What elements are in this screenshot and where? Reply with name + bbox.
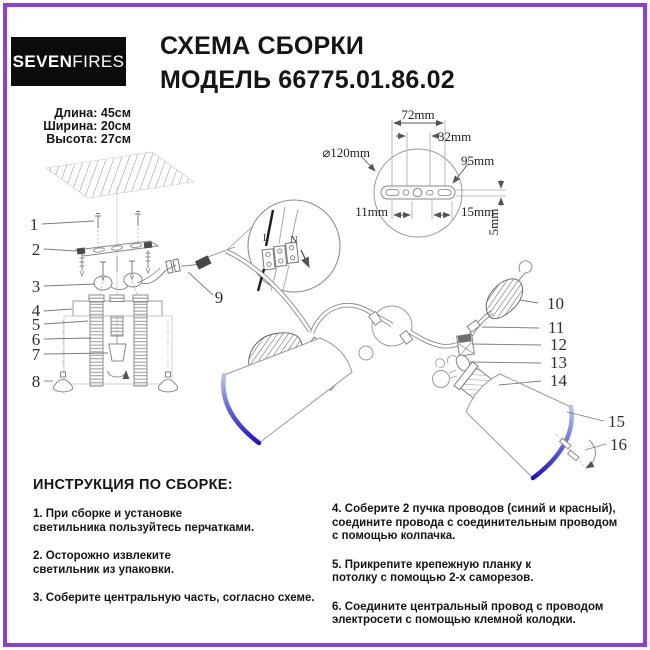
dim-diameter: ⌀120mm — [322, 145, 370, 160]
part-label-8: 8 — [32, 372, 41, 391]
finials — [52, 320, 179, 393]
mounting-bar — [74, 240, 160, 278]
plate-dimension-labels: 72mm 32mm 95mm ⌀120mm 11mm 15mm 5mm — [322, 107, 501, 235]
instruction-step-2: 2. Осторожно извлеките светильник из упа… — [33, 550, 175, 576]
part-label-7: 7 — [32, 345, 41, 364]
page-border — [3, 3, 647, 647]
shade-screws — [555, 433, 596, 469]
part-label-3: 3 — [32, 277, 41, 296]
terminal-live-label: L — [263, 233, 269, 244]
decor-grip-right — [485, 278, 524, 320]
instructions-heading: ИНСТРУКЦИЯ ПО СБОРКЕ: — [33, 477, 233, 493]
instruction-step-1: 1. При сборке и установке светильника по… — [33, 508, 255, 534]
spec-length: Длина: 45см — [54, 106, 131, 120]
part-label-12: 12 — [550, 335, 567, 354]
spec-width: Ширина: 20см — [43, 119, 131, 133]
canopy-screws — [99, 260, 138, 296]
page-title: СХЕМА СБОРКИ МОДЕЛЬ 66775.01.86.02 — [160, 32, 455, 94]
ceiling-hatch — [45, 151, 195, 199]
part-label-1: 1 — [30, 215, 39, 234]
wire-cap — [107, 343, 130, 380]
brand-logo-primary: SEVEN — [12, 51, 73, 71]
shade-left-rim — [221, 372, 262, 446]
mount-screws — [95, 211, 141, 248]
threaded-rods — [89, 301, 148, 387]
spec-height: Высота: 27см — [46, 132, 131, 146]
wire-detail-bubble: L N — [227, 199, 341, 293]
leader-lines — [41, 220, 607, 451]
dim-72mm: 72mm — [401, 107, 434, 122]
wire-bundle — [93, 246, 236, 291]
fixture-body — [221, 248, 596, 481]
exploded-canopy — [52, 186, 236, 393]
dim-95mm: 95mm — [461, 153, 494, 168]
instruction-step-4: 4. Соберите 2 пучка проводов (синий и кр… — [332, 503, 618, 543]
swivel-knob-left — [358, 345, 374, 361]
part-label-16: 16 — [610, 435, 627, 454]
instructions-right-column: 4. Соберите 2 пучка проводов (синий и кр… — [332, 503, 637, 643]
instructions-left-column: 1. При сборке и установке светильника по… — [33, 508, 323, 621]
part-label-10: 10 — [547, 294, 564, 313]
arm-ring — [466, 319, 481, 333]
dim-15mm: 15mm — [461, 204, 494, 219]
bracket — [456, 333, 475, 357]
part-labels: 1 2 3 4 5 6 7 8 9 10 11 12 13 14 15 16 — [30, 215, 627, 454]
part-label-6: 6 — [32, 330, 41, 349]
dim-11mm: 11mm — [355, 204, 388, 219]
part-label-11: 11 — [548, 318, 564, 337]
dim-5mm: 5mm — [486, 209, 501, 236]
part-label-4: 4 — [32, 301, 41, 320]
part-label-5: 5 — [32, 315, 41, 334]
lamp-left — [221, 332, 374, 446]
product-specs: Длина: 45см Ширина: 20см Высота: 27см — [0, 107, 131, 146]
part-label-2: 2 — [32, 240, 41, 259]
part-label-13: 13 — [550, 353, 567, 372]
bulb — [432, 370, 450, 388]
lamp-right — [432, 260, 596, 481]
socket-wires — [435, 354, 457, 368]
part-label-14: 14 — [550, 371, 568, 390]
instruction-step-5: 5. Прикрепите крепежную планку к потолку… — [332, 558, 534, 585]
part-label-15: 15 — [608, 412, 625, 431]
part-label-9: 9 — [215, 288, 224, 307]
brand-logo-secondary: FIRES — [72, 51, 125, 71]
hook — [518, 260, 533, 281]
instruction-step-6: 6. Соедините центральный провод с провод… — [332, 600, 604, 627]
plate-top-view — [360, 119, 506, 238]
terminal-neutral-label: N — [290, 235, 297, 246]
instruction-step-3: 3. Соберите центральную часть, согласно … — [33, 592, 315, 605]
dim-32mm: 32mm — [438, 129, 471, 144]
